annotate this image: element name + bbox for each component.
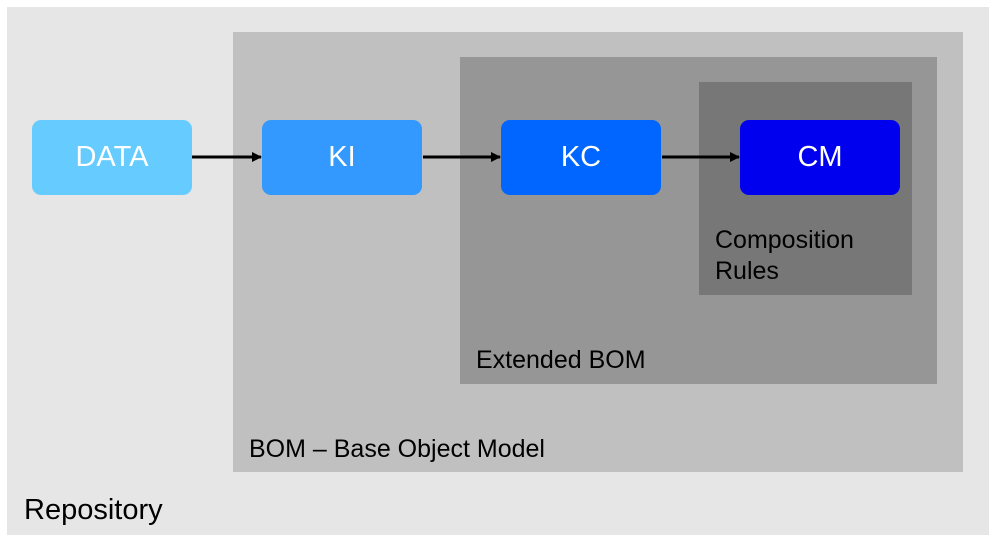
kc-node: KC <box>501 120 661 195</box>
bom-label: BOM – Base Object Model <box>249 435 545 463</box>
composition-rules-label: Composition Rules <box>715 226 854 285</box>
repository-label: Repository <box>24 494 163 526</box>
ki-node: KI <box>262 120 422 195</box>
data-node: DATA <box>32 120 192 195</box>
extended-bom-label: Extended BOM <box>476 346 646 374</box>
cm-node: CM <box>740 120 900 195</box>
